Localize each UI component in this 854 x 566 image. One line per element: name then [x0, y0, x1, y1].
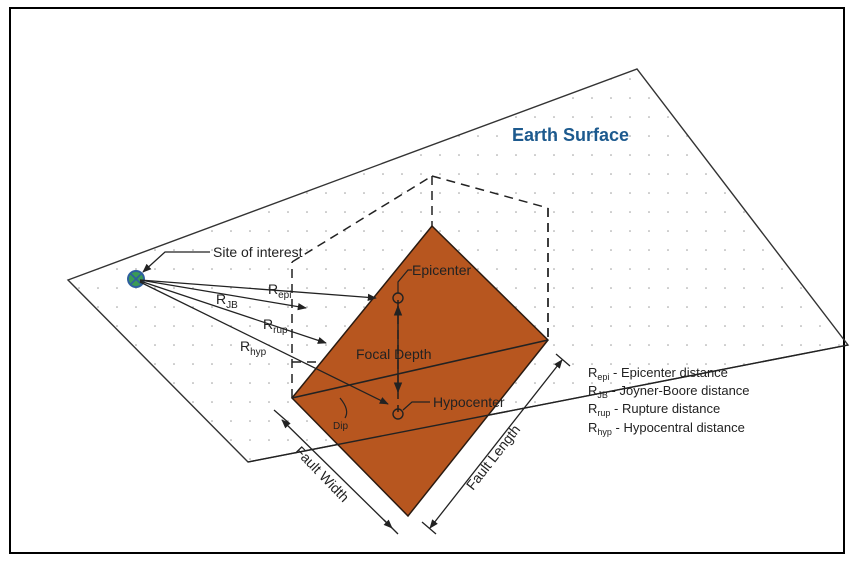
ray-jb [139, 279, 307, 311]
fault-length-dimension [421, 353, 571, 535]
epicenter-leader [397, 269, 412, 293]
label-r-jb: RJB [216, 291, 238, 311]
ray-epi [139, 279, 377, 302]
fault-surface-trace [291, 339, 549, 399]
ray-hyp [139, 281, 389, 405]
site-leader-line [142, 251, 210, 273]
legend-row-epi: Repi - Epicenter distance [588, 365, 728, 382]
focal-depth-label: Focal Depth [356, 346, 431, 362]
dip-arc [339, 397, 348, 419]
earth-surface-label: Earth Surface [512, 125, 629, 145]
site-label: Site of interest [213, 244, 303, 260]
legend-row-rup: Rrup - Rupture distance [588, 401, 720, 418]
site-marker [127, 270, 145, 288]
legend: Repi - Epicenter distance RJB - Joyner-B… [588, 365, 750, 437]
legend-row-jb: RJB - Joyner-Boore distance [588, 383, 750, 400]
distance-rays [139, 279, 389, 405]
hypocenter-label: Hypocenter [433, 394, 505, 410]
dip-label: Dip [333, 421, 348, 432]
label-r-rup: Rrup [263, 316, 288, 336]
ray-rup [139, 280, 327, 344]
epicenter-label: Epicenter [412, 262, 471, 278]
legend-row-hyp: Rhyp - Hypocentral distance [588, 420, 745, 437]
fault-width-dimension [273, 409, 399, 535]
label-r-epi: Repi [268, 281, 291, 301]
hypocenter-marker [392, 408, 404, 420]
label-r-hyp: Rhyp [240, 338, 267, 358]
hypocenter-leader [402, 401, 430, 411]
